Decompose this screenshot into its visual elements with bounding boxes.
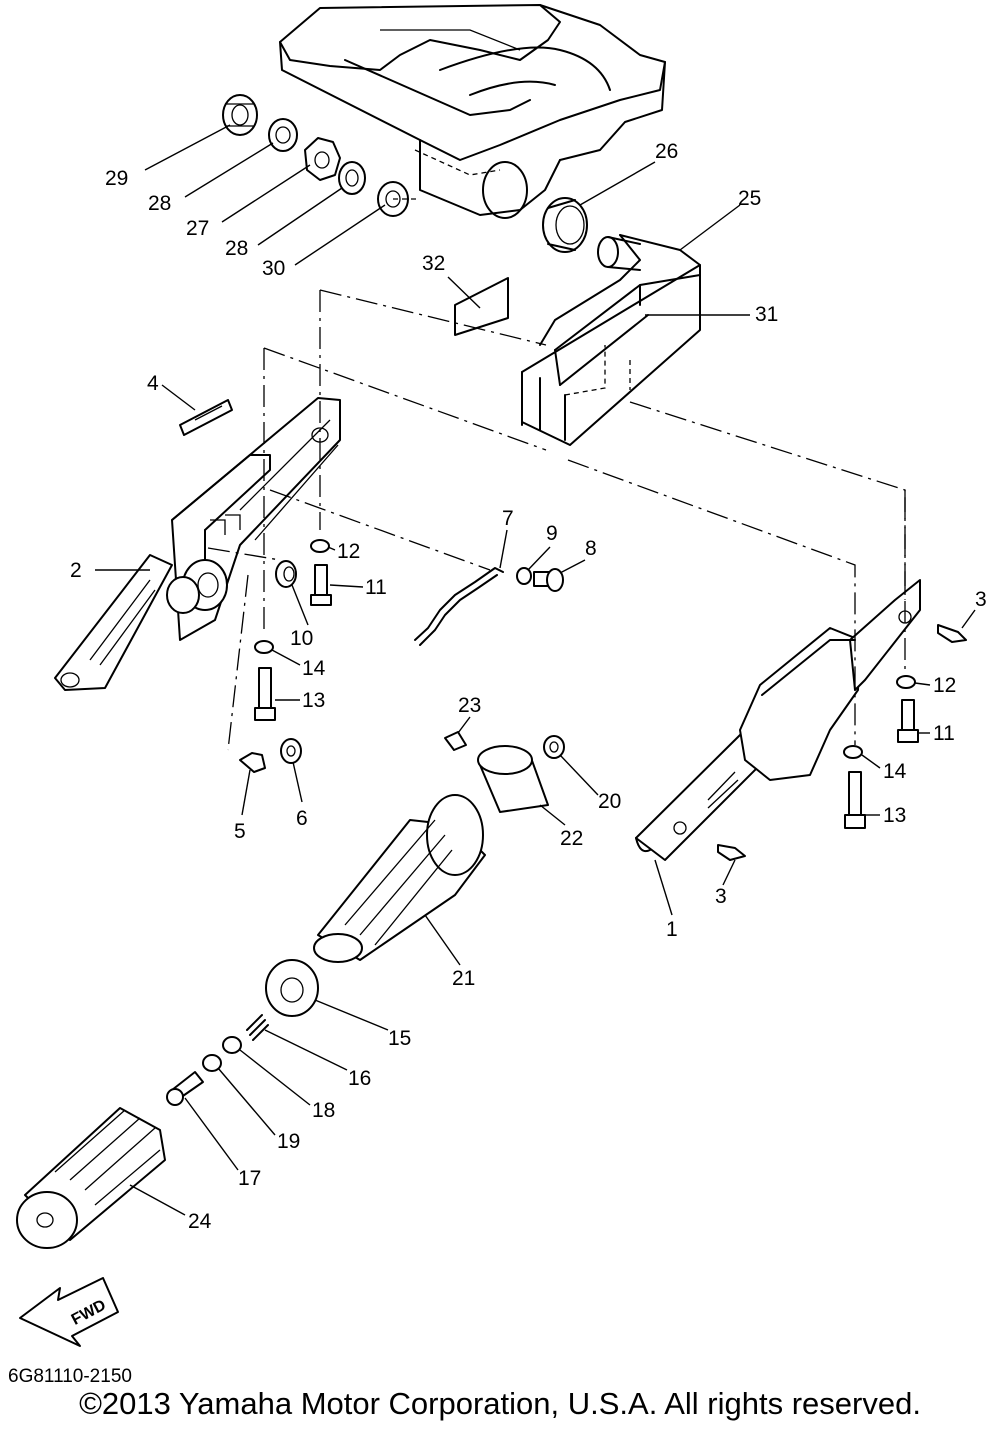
callout-15: 15 [388,1027,411,1050]
callout-31: 31 [755,303,778,326]
tiller-arm-1 [635,579,921,861]
callout-14: 14 [302,657,326,680]
screw-3-bottom [717,844,746,861]
throttle-shaft-21 [313,794,486,963]
collar-15 [265,959,319,1017]
callout-20: 20 [598,790,621,813]
screw-23 [444,731,467,751]
align-line-8 [207,547,281,561]
callout-1: 1 [666,918,678,941]
label-4 [179,399,233,436]
align-line-7 [269,489,491,571]
callout-21: 21 [452,967,475,990]
callout-3: 3 [975,588,987,611]
callout-16: 16 [348,1067,371,1090]
bolt-11-right [897,699,919,743]
bolt-13-right [844,771,866,829]
bolt-11-left [310,564,332,606]
align-line-5 [629,401,906,600]
callout-4: 4 [147,372,159,395]
bolt-13-left [254,667,276,721]
diagram-code: 6G81110-2150 [8,1366,132,1387]
bushing-26 [542,197,588,253]
callout-26: 26 [655,140,678,163]
bushing-10 [275,560,297,588]
callout-numbers: 29 28 27 28 30 26 25 32 31 4 2 7 9 8 12 … [70,140,987,1233]
align-line-4 [263,347,547,451]
callout-10: 10 [290,627,313,650]
washer-14-left [254,640,274,654]
bracket-housing [279,4,666,219]
callout-24: 24 [188,1210,212,1233]
callout-30: 30 [262,257,285,280]
callout-23: 23 [458,694,481,717]
callout-3: 3 [715,885,727,908]
cover-22 [477,745,549,813]
callout-12: 12 [933,674,956,697]
washer-28-bottom [338,161,366,195]
steering-handle-bracket-2 [54,397,341,691]
align-line-3 [319,289,547,346]
label-32 [454,277,509,336]
callout-7: 7 [502,507,514,530]
callout-9: 9 [546,522,558,545]
callout-12: 12 [337,540,360,563]
callout-18: 18 [312,1099,335,1122]
screw-5 [239,752,266,773]
washer-28-top [268,118,298,152]
callout-8: 8 [585,537,597,560]
screw-3-top [937,624,967,643]
callout-2: 2 [70,559,82,582]
callout-27: 27 [186,217,209,240]
callout-25: 25 [738,187,761,210]
callout-13: 13 [302,689,325,712]
callout-28: 28 [225,237,248,260]
leader-lines [95,124,976,1216]
nut-20 [543,735,565,759]
callout-29: 29 [105,167,128,190]
callout-19: 19 [277,1130,300,1153]
washer-19 [202,1054,222,1072]
washer-12-right [896,675,916,689]
align-line-6 [567,459,856,745]
clip-7 [414,567,504,646]
callout-11: 11 [365,576,387,599]
callout-28: 28 [148,192,171,215]
washer-14-right [843,745,863,759]
callout-13: 13 [883,804,906,827]
fwd-arrow-icon: FWD [19,1277,119,1347]
align-line-9 [227,574,249,751]
callout-14: 14 [883,760,907,783]
nut-6 [280,738,302,764]
callout-5: 5 [234,820,246,843]
washer-9 [516,567,532,585]
spring-16 [246,1014,269,1041]
callout-6: 6 [296,807,308,830]
nut-29 [222,94,258,136]
steering-bracket-25 [521,234,701,446]
callout-11: 11 [933,722,955,745]
copyright-notice: ©2013 Yamaha Motor Corporation, U.S.A. A… [79,1386,921,1421]
callout-32: 32 [422,252,445,275]
grip-24 [16,1107,166,1249]
callout-22: 22 [560,827,583,850]
plate-27 [304,137,341,181]
washer-12-left [310,539,330,553]
callout-17: 17 [238,1167,261,1190]
bolt-8 [533,568,564,592]
washer-18 [222,1036,242,1054]
screw-17 [166,1071,204,1106]
